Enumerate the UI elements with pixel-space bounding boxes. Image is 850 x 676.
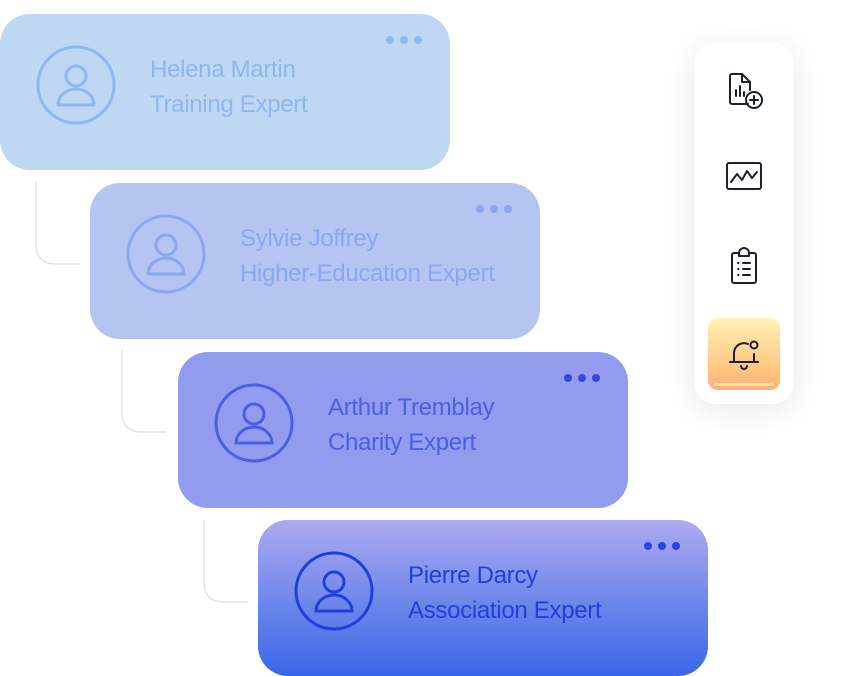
expert-card-helena-martin[interactable]: Helena Martin Training Expert (0, 14, 450, 170)
expert-card-pierre-darcy[interactable]: Pierre Darcy Association Expert (258, 520, 708, 676)
expert-card-sylvie-joffrey[interactable]: Sylvie Joffrey Higher-Education Expert (90, 183, 540, 339)
notifications-button[interactable] (708, 318, 780, 390)
checklist-button[interactable] (708, 230, 780, 302)
expert-card-arthur-tremblay[interactable]: Arthur Tremblay Charity Expert (178, 352, 628, 508)
expert-role: Charity Expert (328, 429, 476, 456)
more-options-icon[interactable] (642, 540, 682, 552)
more-options-icon[interactable] (384, 34, 424, 46)
user-avatar-icon (126, 214, 206, 294)
user-avatar-icon (294, 551, 374, 631)
more-options-icon[interactable] (474, 203, 514, 215)
action-toolbar (694, 42, 794, 404)
report-add-icon (729, 73, 763, 109)
bell-notification-icon (729, 340, 759, 370)
clipboard-list-icon (731, 247, 757, 284)
user-avatar-icon (214, 383, 294, 463)
expert-role: Training Expert (150, 91, 308, 118)
expert-name: Helena Martin (150, 56, 296, 83)
more-options-icon[interactable] (562, 372, 602, 384)
chart-line-icon (726, 162, 762, 190)
expert-name: Arthur Tremblay (328, 394, 495, 421)
analytics-button[interactable] (708, 140, 780, 212)
user-avatar-icon (36, 45, 116, 125)
add-report-button[interactable] (708, 54, 780, 126)
active-indicator (714, 383, 774, 386)
expert-name: Pierre Darcy (408, 562, 538, 589)
expert-role: Higher-Education Expert (240, 260, 495, 287)
expert-role: Association Expert (408, 597, 602, 624)
expert-name: Sylvie Joffrey (240, 225, 379, 252)
